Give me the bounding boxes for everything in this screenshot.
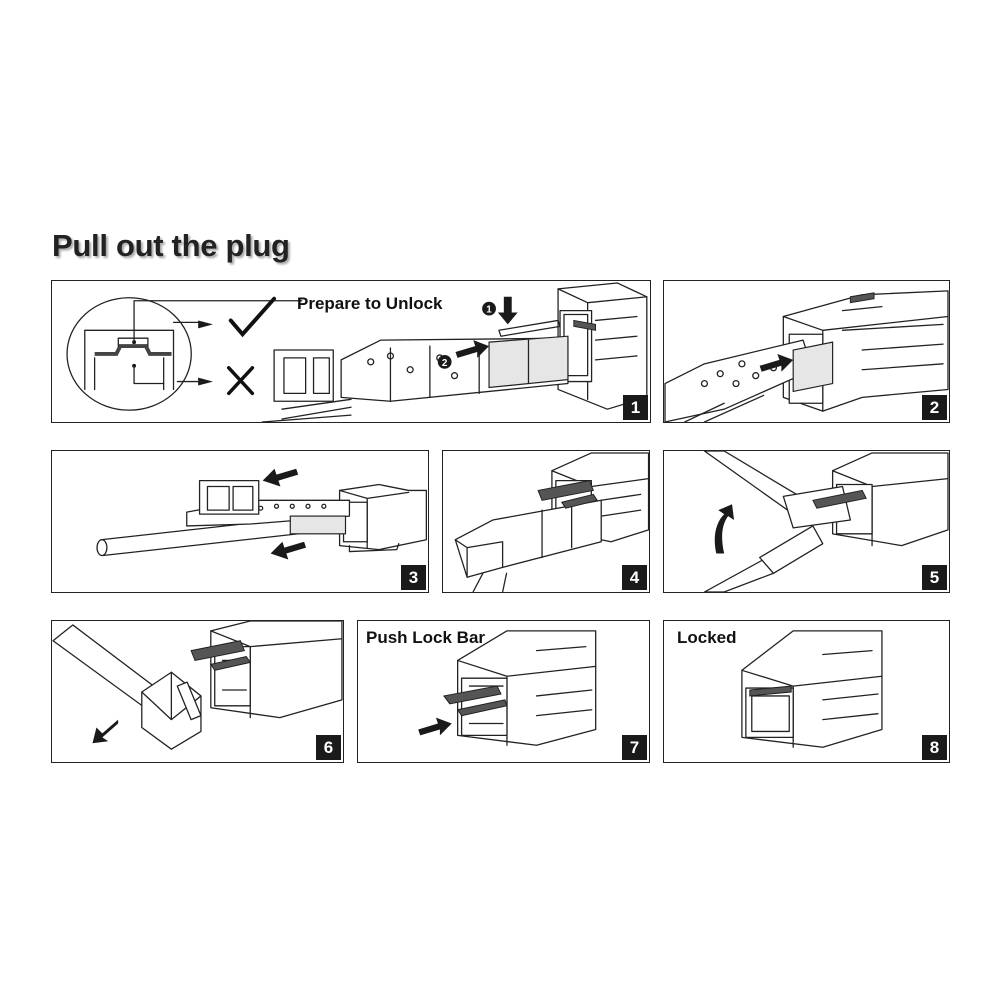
- step-number-badge: 5: [922, 565, 947, 590]
- step-7-illustration: [418, 630, 597, 746]
- marker-1-label: 1: [486, 305, 492, 316]
- keystone-jack: [210, 621, 343, 719]
- rj45-plug: [454, 499, 602, 592]
- rj45-plug: [261, 319, 569, 422]
- step-caption: Locked: [677, 628, 737, 647]
- step-panel-2: 2: [663, 280, 950, 423]
- keystone-jack: [338, 483, 427, 553]
- step-panel-7: Push Lock Bar 7: [357, 620, 650, 763]
- keystone-jack: [557, 282, 648, 410]
- check-icon: [228, 296, 277, 338]
- step-number-badge: 2: [922, 395, 947, 420]
- lock-bar: [812, 489, 867, 509]
- rj45-plug: [664, 339, 834, 422]
- arrow-left-icon: [270, 541, 307, 560]
- step-8-illustration: [741, 630, 883, 748]
- marker-2-badge: [437, 354, 452, 369]
- arrow-right-icon: [455, 340, 490, 358]
- rj45-plug: [141, 671, 202, 750]
- step-panel-1: 1 2 Prepare to Unlock 1: [51, 280, 651, 423]
- step-number-badge: 1: [623, 395, 648, 420]
- rj45-plug: [186, 479, 351, 535]
- arrow-right-icon: [418, 717, 452, 736]
- lock-bar: [442, 685, 502, 705]
- page-title: Pull out the plug: [52, 228, 290, 263]
- keystone-jack: [457, 630, 597, 746]
- marker-2-label: 2: [442, 358, 448, 369]
- arrow-left-icon: [262, 468, 299, 487]
- step-panel-4: 4: [442, 450, 650, 593]
- step-number-badge: 4: [622, 565, 647, 590]
- step-5-illustration: [703, 451, 949, 592]
- curved-arrow-icon: [714, 504, 735, 554]
- marker-1-badge: [482, 301, 496, 316]
- step-panel-8: Locked 8: [663, 620, 950, 763]
- step-3-illustration: [96, 468, 427, 560]
- keystone-jack: [831, 452, 949, 547]
- keystone-jack: [741, 630, 883, 748]
- step-panel-3: 3: [51, 450, 429, 593]
- step-panel-5: 5: [663, 450, 950, 593]
- lock-bar: [190, 640, 246, 662]
- arrow-right-icon: [759, 353, 794, 372]
- step-caption: Push Lock Bar: [366, 628, 486, 647]
- cross-icon: [227, 366, 255, 396]
- arrow-down-icon: [497, 296, 518, 325]
- detail-zoom-circle: [66, 297, 303, 411]
- step-number-badge: 3: [401, 565, 426, 590]
- step-1-illustration: 1 2: [66, 282, 648, 422]
- step-2-illustration: [664, 290, 949, 422]
- step-caption: Prepare to Unlock: [297, 294, 443, 313]
- lock-bar: [749, 685, 792, 697]
- step-6-illustration: [52, 621, 343, 750]
- step-number-badge: 7: [622, 735, 647, 760]
- arrow-down-left-icon: [92, 719, 119, 744]
- step-number-badge: 8: [922, 735, 947, 760]
- step-4-illustration: [454, 452, 649, 592]
- lock-bar: [537, 480, 595, 501]
- step-panel-6: 6: [51, 620, 344, 763]
- step-number-badge: 6: [316, 735, 341, 760]
